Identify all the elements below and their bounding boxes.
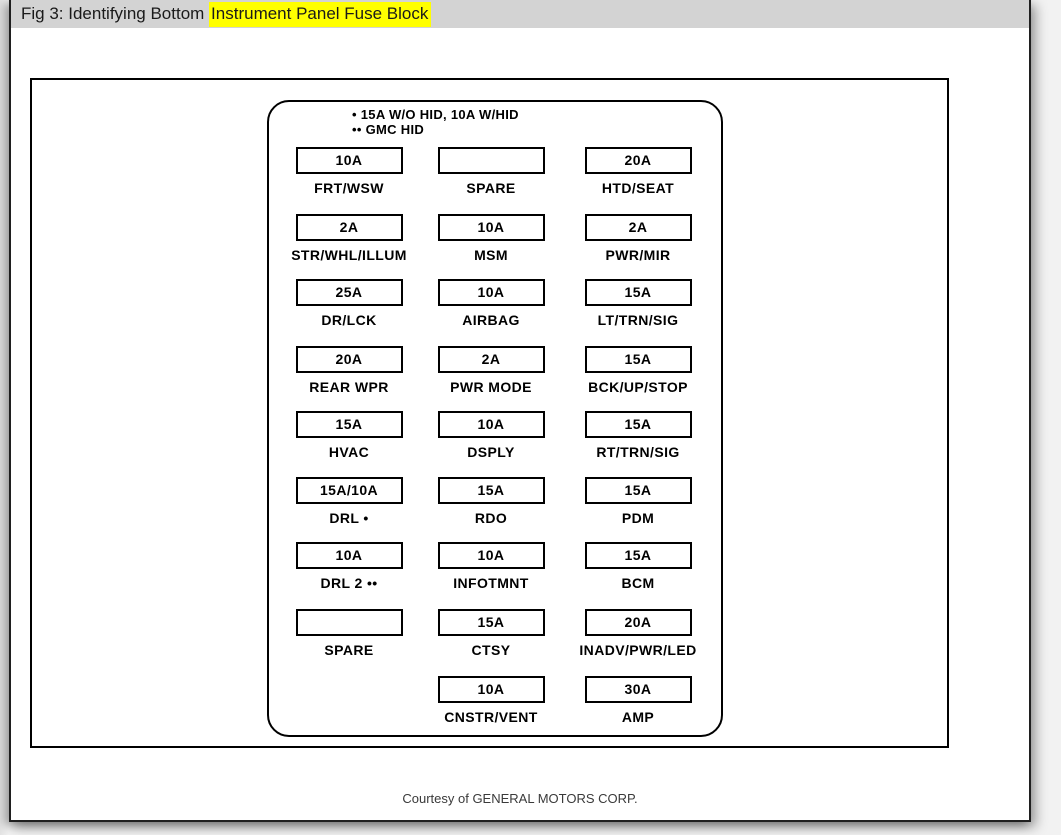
fuse-label: PWR/MIR (605, 247, 671, 263)
fuse-label: DRL 2 •• (320, 575, 378, 591)
fuse-amp-box: 10A (437, 214, 545, 241)
fuse-label: FRT/WSW (314, 180, 384, 196)
fuse-label: SPARE (466, 180, 516, 196)
fuse-amp-box: 15A (584, 411, 692, 438)
figure-title-highlighted: Instrument Panel Fuse Block (209, 1, 432, 27)
fuse-label: HTD/SEAT (601, 180, 675, 196)
fuse-cell: 2A STR/WHL/ILLUM (274, 214, 424, 263)
fuse-label: SPARE (324, 642, 374, 658)
fuse-cell: 20A INADV/PWR/LED (563, 609, 713, 658)
fuse-label: BCK/UP/STOP (588, 379, 688, 395)
fuse-label: STR/WHL/ILLUM (291, 247, 407, 263)
fuse-cell: 2A PWR/MIR (563, 214, 713, 263)
figure-frame: • 15A W/O HID, 10A W/HID •• GMC HID 10A F… (30, 78, 949, 748)
fuse-amp-box: 25A (295, 279, 403, 306)
fuse-panel-notes: • 15A W/O HID, 10A W/HID •• GMC HID (352, 107, 519, 137)
fuse-cell: 10A DSPLY (416, 411, 566, 460)
fuse-amp-box: 10A (437, 279, 545, 306)
fuse-block-panel: • 15A W/O HID, 10A W/HID •• GMC HID 10A F… (267, 100, 723, 737)
fuse-label: DSPLY (467, 444, 515, 460)
figure-title-bar: Fig 3: Identifying Bottom Instrument Pan… (11, 0, 1029, 28)
fuse-cell: 20A REAR WPR (274, 346, 424, 395)
fuse-label: RT/TRN/SIG (596, 444, 680, 460)
fuse-label: HVAC (328, 444, 370, 460)
fuse-label: RDO (474, 510, 508, 526)
fuse-amp-box: 10A (295, 542, 403, 569)
fuse-label: INFOTMNT (453, 575, 529, 591)
fuse-cell: 20A HTD/SEAT (563, 147, 713, 196)
document-page: Fig 3: Identifying Bottom Instrument Pan… (9, 0, 1031, 822)
fuse-cell: 15A HVAC (274, 411, 424, 460)
fuse-cell: 15A RT/TRN/SIG (563, 411, 713, 460)
fuse-cell: 10A INFOTMNT (416, 542, 566, 591)
fuse-cell: SPARE (274, 609, 424, 658)
fuse-label: AMP (621, 709, 655, 725)
fuse-amp-box: 10A (437, 542, 545, 569)
fuse-cell: 15A LT/TRN/SIG (563, 279, 713, 328)
note-line-1: • 15A W/O HID, 10A W/HID (352, 107, 519, 122)
fuse-cell: 15A BCM (563, 542, 713, 591)
fuse-amp-box: 10A (437, 411, 545, 438)
fuse-cell: 15A RDO (416, 477, 566, 526)
fuse-cell: 15A CTSY (416, 609, 566, 658)
fuse-amp-box: 20A (295, 346, 403, 373)
fuse-label: REAR WPR (309, 379, 389, 395)
fuse-cell: 15A BCK/UP/STOP (563, 346, 713, 395)
fuse-amp-box: 15A (584, 542, 692, 569)
fuse-label: LT/TRN/SIG (597, 312, 679, 328)
fuse-label: DR/LCK (321, 312, 377, 328)
fuse-label: CTSY (471, 642, 511, 658)
fuse-amp-box: 15A/10A (295, 477, 403, 504)
fuse-amp-box: 20A (584, 147, 692, 174)
fuse-cell: 10A CNSTR/VENT (416, 676, 566, 725)
fuse-amp-box: 30A (584, 676, 692, 703)
fuse-cell: 15A/10A DRL • (274, 477, 424, 526)
fuse-amp-box: 15A (584, 477, 692, 504)
fuse-label: AIRBAG (462, 312, 520, 328)
fuse-cell: 15A PDM (563, 477, 713, 526)
fuse-cell: 10A AIRBAG (416, 279, 566, 328)
fuse-grid: 10A FRT/WSW SPARE 20A HTD/SEAT 2A STR/WHL/ILLU… (269, 102, 721, 735)
fuse-label: MSM (474, 247, 508, 263)
fuse-amp-box (437, 147, 545, 174)
fuse-amp-box: 2A (584, 214, 692, 241)
fuse-amp-box: 15A (437, 609, 545, 636)
fuse-amp-box: 15A (584, 279, 692, 306)
fuse-amp-box: 10A (437, 676, 545, 703)
fuse-amp-box (295, 609, 403, 636)
fuse-label: CNSTR/VENT (444, 709, 538, 725)
fuse-cell: 2A PWR MODE (416, 346, 566, 395)
note-line-2: •• GMC HID (352, 122, 425, 137)
fuse-label: DRL • (329, 510, 369, 526)
fuse-amp-box: 20A (584, 609, 692, 636)
fuse-cell: 10A MSM (416, 214, 566, 263)
fuse-amp-box: 2A (295, 214, 403, 241)
fuse-label: INADV/PWR/LED (579, 642, 697, 658)
fuse-label: BCM (621, 575, 655, 591)
fuse-cell: SPARE (416, 147, 566, 196)
fuse-amp-box: 10A (295, 147, 403, 174)
courtesy-line: Courtesy of GENERAL MOTORS CORP. (402, 791, 638, 806)
fuse-cell: 10A DRL 2 •• (274, 542, 424, 591)
fuse-cell: 30A AMP (563, 676, 713, 725)
figure-title-prefix: Fig 3: Identifying Bottom (21, 4, 210, 23)
fuse-amp-box: 15A (584, 346, 692, 373)
fuse-amp-box: 2A (437, 346, 545, 373)
fuse-cell: 10A FRT/WSW (274, 147, 424, 196)
fuse-amp-box: 15A (295, 411, 403, 438)
fuse-cell: 25A DR/LCK (274, 279, 424, 328)
fuse-label: PDM (621, 510, 655, 526)
fuse-label: PWR MODE (450, 379, 532, 395)
fuse-amp-box: 15A (437, 477, 545, 504)
